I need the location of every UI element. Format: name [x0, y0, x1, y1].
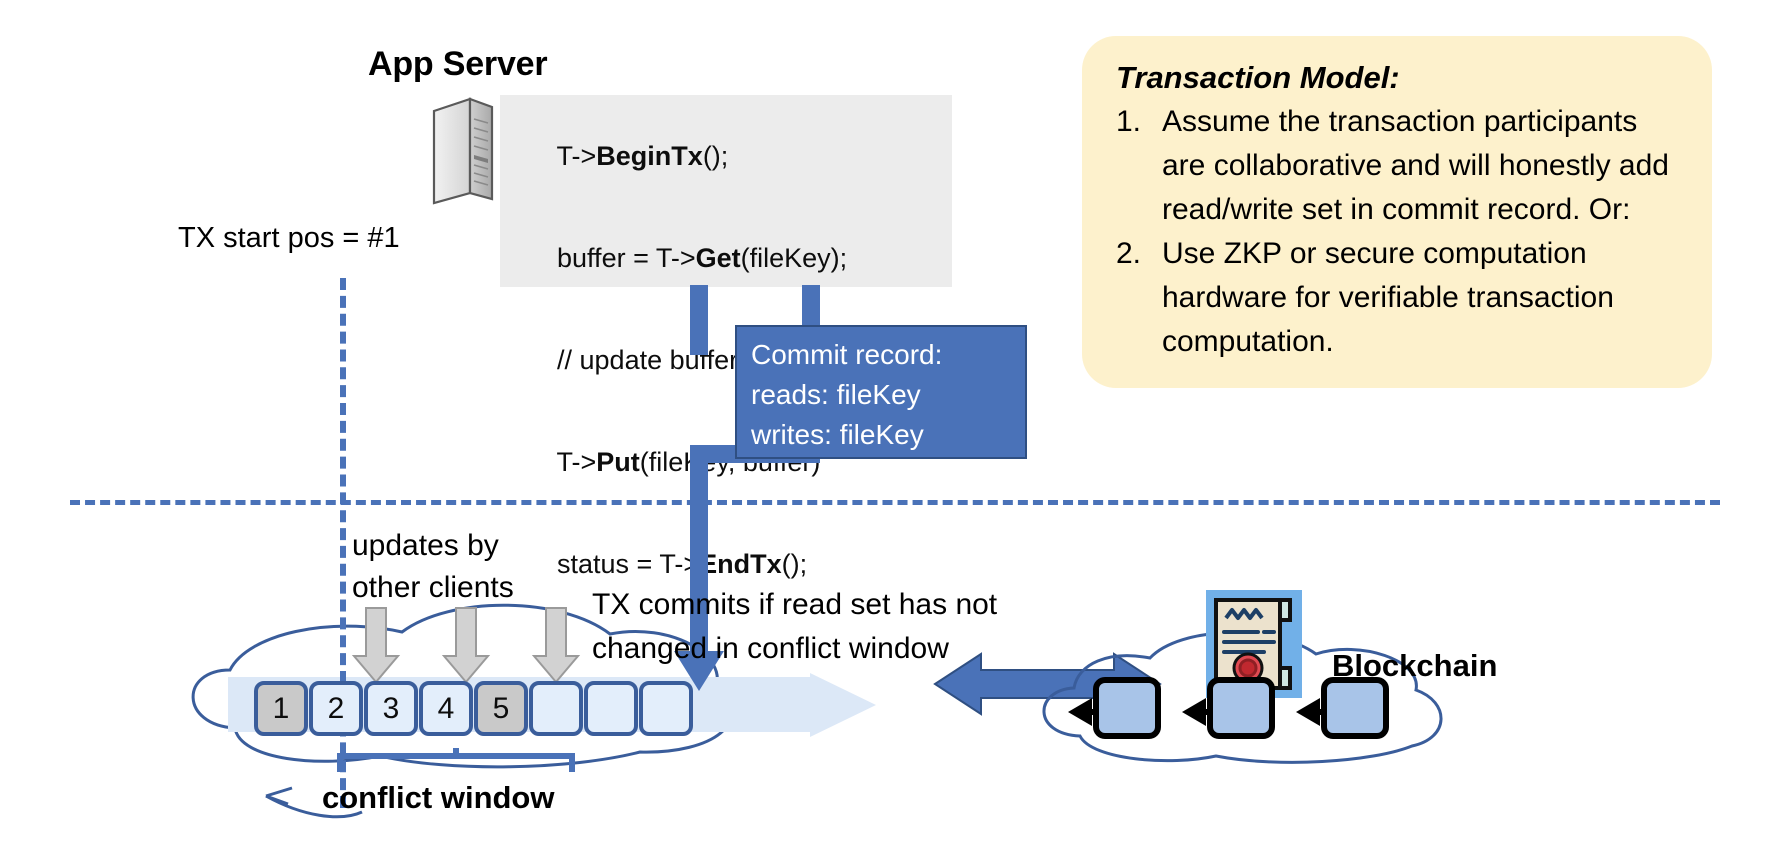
- code-line-4: T->Put(fileKey, buffer): [556, 447, 821, 477]
- chain-block: [1093, 677, 1161, 739]
- code-line-5: status = T->EndTx();: [557, 549, 808, 579]
- ledger-block[interactable]: [529, 681, 583, 736]
- app-server-title: App Server: [368, 45, 548, 83]
- blockchain-chain: [1068, 677, 1389, 739]
- tx-commits-note: TX commits if read set has not changed i…: [592, 583, 997, 671]
- commit-record-writes: writes: fileKey: [751, 419, 924, 450]
- ledger-block[interactable]: 3: [364, 681, 418, 736]
- conflict-window-leader-line: [265, 786, 363, 819]
- transaction-model-title: Transaction Model:: [1116, 60, 1400, 95]
- ledger-block[interactable]: [584, 681, 638, 736]
- other-client-update-arrows: [351, 607, 581, 684]
- ledger-block-label: 4: [437, 691, 455, 725]
- server-tower-icon: [432, 97, 494, 205]
- transaction-model-item: 2. Use ZKP or secure computation hardwar…: [1116, 232, 1682, 364]
- ledger-block-label: 2: [327, 691, 345, 725]
- ledger-block[interactable]: 1: [254, 681, 308, 736]
- code-line-1: T->BeginTx();: [556, 141, 729, 171]
- updates-label-line-2: other clients: [352, 571, 514, 604]
- tx-commits-note-line-1: TX commits if read set has not: [592, 588, 998, 621]
- ledger-block[interactable]: [639, 681, 693, 736]
- ledger-block-label: 3: [382, 691, 400, 725]
- updates-label-line-1: updates by: [352, 529, 499, 562]
- conflict-window-label: conflict window: [322, 780, 555, 815]
- ledger-block[interactable]: 5: [474, 681, 528, 736]
- list-marker: 2.: [1116, 237, 1142, 270]
- commit-record-reads: reads: fileKey: [751, 379, 921, 410]
- app-server-code-panel: T->BeginTx(); buffer = T->Get(fileKey); …: [500, 95, 952, 579]
- updates-by-other-clients-label: updates by other clients: [352, 525, 514, 609]
- tx-start-dashed-line: [340, 278, 346, 808]
- ledger-cloud-shape: [191, 603, 733, 769]
- list-text: Assume the transaction participants are …: [1162, 105, 1669, 226]
- list-text: Use ZKP or secure computation hardware f…: [1162, 237, 1614, 358]
- ledger-block[interactable]: 4: [419, 681, 473, 736]
- transaction-model-callout: Transaction Model: 1. Assume the transac…: [1082, 36, 1712, 388]
- conflict-window-brace: [337, 748, 575, 772]
- code-line-2: buffer = T->Get(fileKey);: [557, 243, 848, 273]
- ledger-block-label: 5: [492, 691, 510, 725]
- chain-block: [1321, 677, 1389, 739]
- commit-record-title: Commit record:: [751, 339, 943, 370]
- commit-record-box: Commit record: reads: fileKey writes: fi…: [735, 325, 1027, 459]
- ledger-block-label: 1: [272, 691, 290, 725]
- tx-start-pos-label: TX start pos = #1: [178, 222, 400, 254]
- ledger-block[interactable]: 2: [309, 681, 363, 736]
- tx-commits-note-line-2: changed in conflict window: [592, 632, 949, 665]
- blockchain-cloud-shape: [1042, 631, 1443, 764]
- transaction-model-item: 1. Assume the transaction participants a…: [1116, 100, 1682, 232]
- chain-block: [1207, 677, 1275, 739]
- layer-divider-dashed-line: [70, 500, 1720, 505]
- ledger-forward-arrow: [810, 673, 876, 737]
- sync-double-arrow: [933, 652, 1162, 716]
- list-marker: 1.: [1116, 105, 1142, 138]
